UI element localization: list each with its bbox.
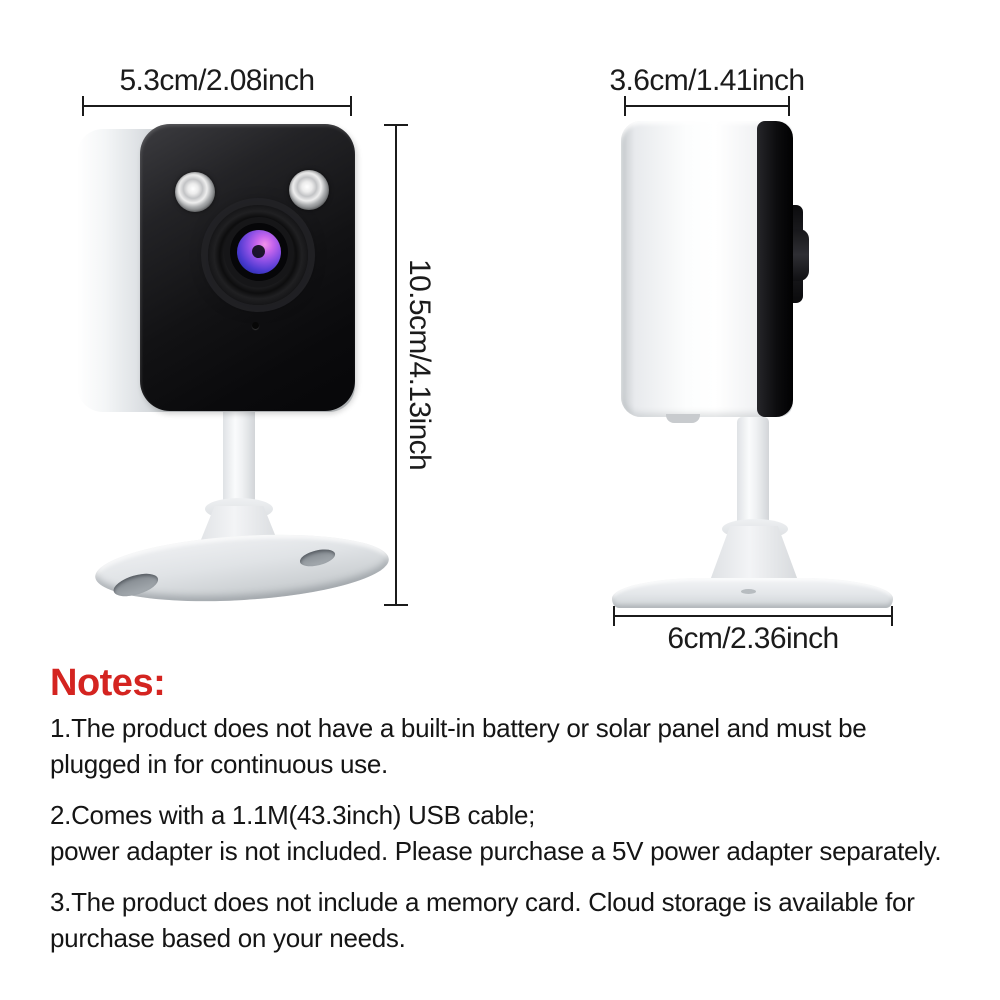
note-item-3: 3.The product does not include a memory … bbox=[50, 887, 915, 953]
camera-stand-cone-side bbox=[708, 526, 800, 586]
camera-bottom-tab bbox=[666, 414, 700, 423]
base-screw-hole-left bbox=[111, 569, 161, 601]
mic-hole bbox=[252, 322, 259, 329]
dimension-line-front-width bbox=[82, 96, 352, 116]
camera-front-panel bbox=[140, 124, 355, 411]
camera-lens-glass bbox=[237, 230, 281, 274]
camera-mount-base-side bbox=[612, 578, 893, 608]
note-item-2: 2.Comes with a 1.1M(43.3inch) USB cable;… bbox=[50, 800, 942, 866]
base-screw-hole-right bbox=[298, 546, 337, 570]
dimension-label-base-width: 6cm/2.36inch bbox=[667, 622, 839, 655]
dimension-line-side-depth bbox=[624, 96, 790, 116]
base-center-hole bbox=[741, 589, 756, 594]
dimension-label-front-width: 5.3cm/2.08inch bbox=[119, 64, 315, 97]
camera-front-edge bbox=[757, 121, 793, 417]
camera-mount-base bbox=[93, 527, 391, 609]
notes-section: Notes: 1.The product does not have a bui… bbox=[50, 662, 992, 971]
note-item-1: 1.The product does not have a built-in b… bbox=[50, 713, 867, 779]
dimension-line-base-width bbox=[613, 606, 893, 626]
dimension-label-side-depth: 3.6cm/1.41inch bbox=[609, 64, 805, 97]
notes-heading: Notes: bbox=[50, 662, 166, 704]
lens-barrel-bulge bbox=[790, 229, 809, 281]
camera-stand-stem bbox=[223, 404, 255, 514]
ir-led-right bbox=[289, 170, 329, 210]
dimension-label-height: 10.5cm/4.13inch bbox=[403, 259, 436, 471]
dimension-line-height bbox=[384, 124, 408, 606]
camera-stand-stem-side bbox=[737, 417, 769, 529]
camera-lens bbox=[208, 205, 308, 305]
ir-led-left bbox=[175, 172, 215, 212]
